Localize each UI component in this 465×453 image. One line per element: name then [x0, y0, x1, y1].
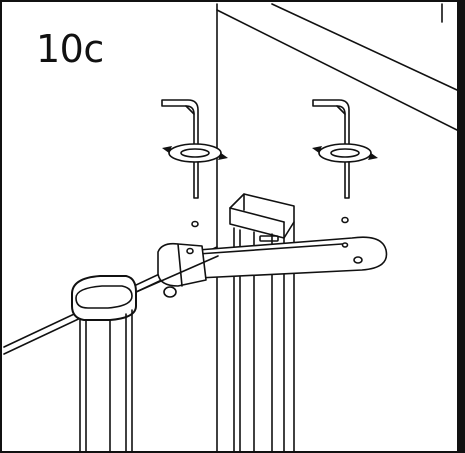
rotate-arrow-icon	[312, 143, 378, 163]
allen-key-icon	[312, 99, 350, 199]
screw-hole	[341, 216, 349, 224]
step-number: 10c	[36, 27, 104, 71]
wall-profile-post	[229, 193, 295, 453]
allen-key-icon	[161, 99, 199, 199]
right-edge-bar	[457, 2, 465, 453]
door-post	[71, 275, 137, 453]
support-bar	[157, 236, 388, 298]
screw-hole	[191, 220, 199, 228]
rotate-arrow-icon	[162, 143, 228, 163]
wall-lines	[216, 3, 458, 453]
glass-edge	[135, 255, 219, 293]
